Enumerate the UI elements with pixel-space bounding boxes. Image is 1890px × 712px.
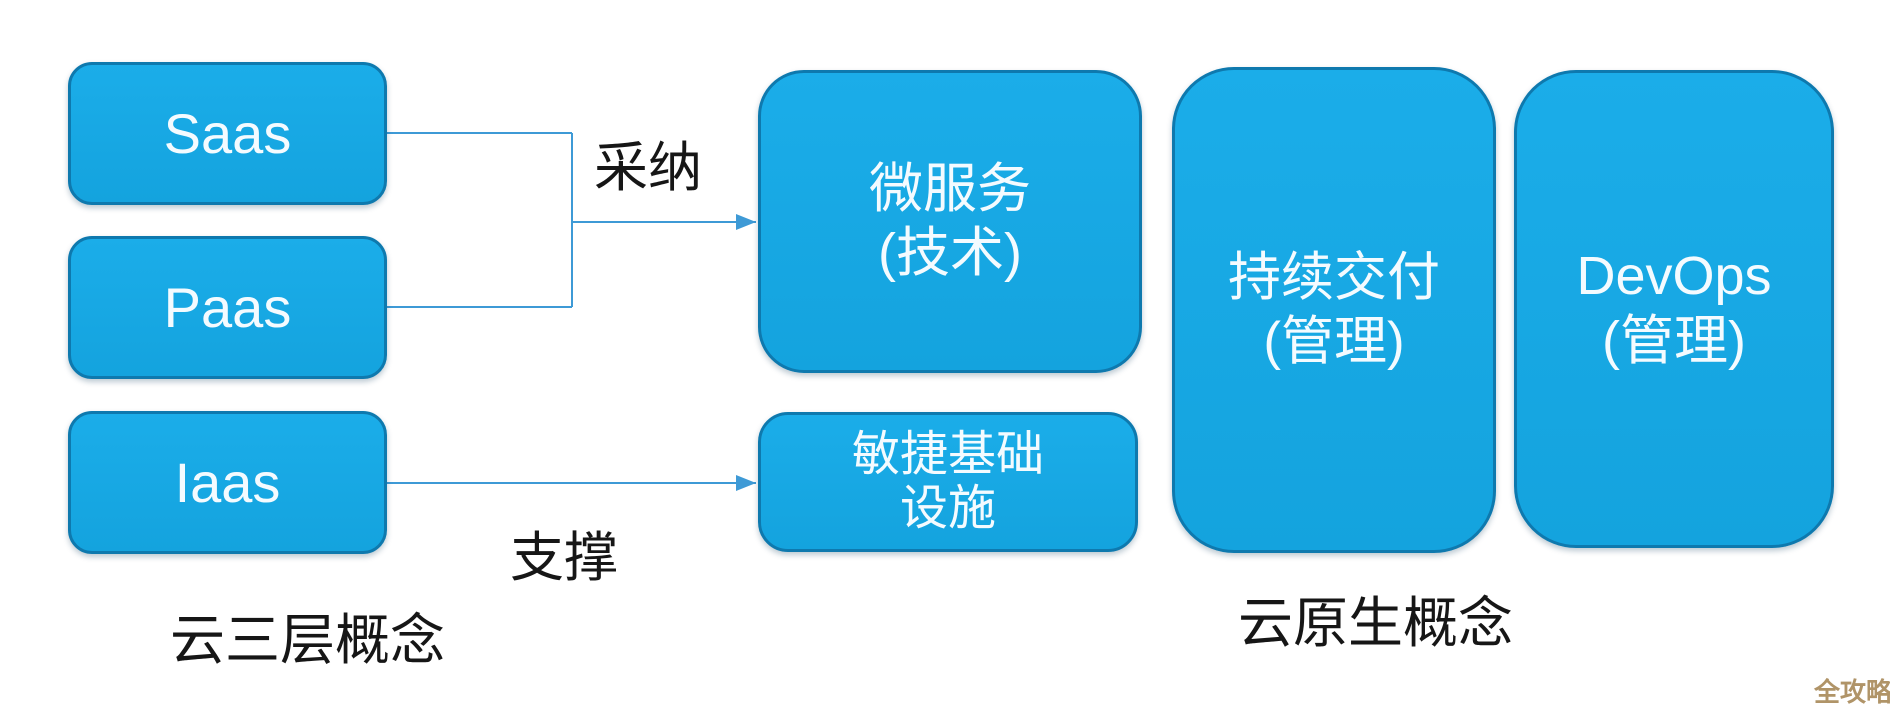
node-agile-infrastructure-label-line1: 敏捷基础 [851, 428, 1044, 482]
node-devops-label-line1: DevOps [1576, 246, 1772, 307]
node-devops-label-line2: (管理) [1602, 311, 1746, 371]
edge-label-support: 支撑 [510, 528, 618, 588]
node-agile-infrastructure: 敏捷基础 设施 [758, 412, 1138, 552]
node-microservices-label-line2: (技术) [878, 222, 1022, 283]
caption-cloud-three-layer: 云三层概念 [170, 609, 446, 671]
node-iaas-label: Iaas [174, 451, 281, 514]
node-paas: Paas [68, 236, 387, 379]
node-agile-infrastructure-label-line2: 设施 [899, 482, 996, 535]
node-devops: DevOps (管理) [1514, 70, 1834, 548]
watermark-text: 全攻略 [1814, 677, 1890, 707]
node-continuous-delivery-label-line1: 持续交付 [1228, 248, 1440, 308]
node-microservices-label-line1: 微服务 [869, 158, 1031, 219]
node-paas-label: Paas [163, 276, 292, 339]
node-continuous-delivery: 持续交付 (管理) [1172, 67, 1496, 553]
node-saas-label: Saas [163, 102, 292, 165]
node-continuous-delivery-label-line2: (管理) [1263, 312, 1405, 371]
node-saas: Saas [68, 62, 387, 205]
node-iaas: Iaas [68, 411, 387, 554]
edge-label-adopt: 采纳 [594, 138, 702, 198]
caption-cloud-native: 云原生概念 [1238, 592, 1514, 654]
node-microservices: 微服务 (技术) [758, 70, 1142, 373]
